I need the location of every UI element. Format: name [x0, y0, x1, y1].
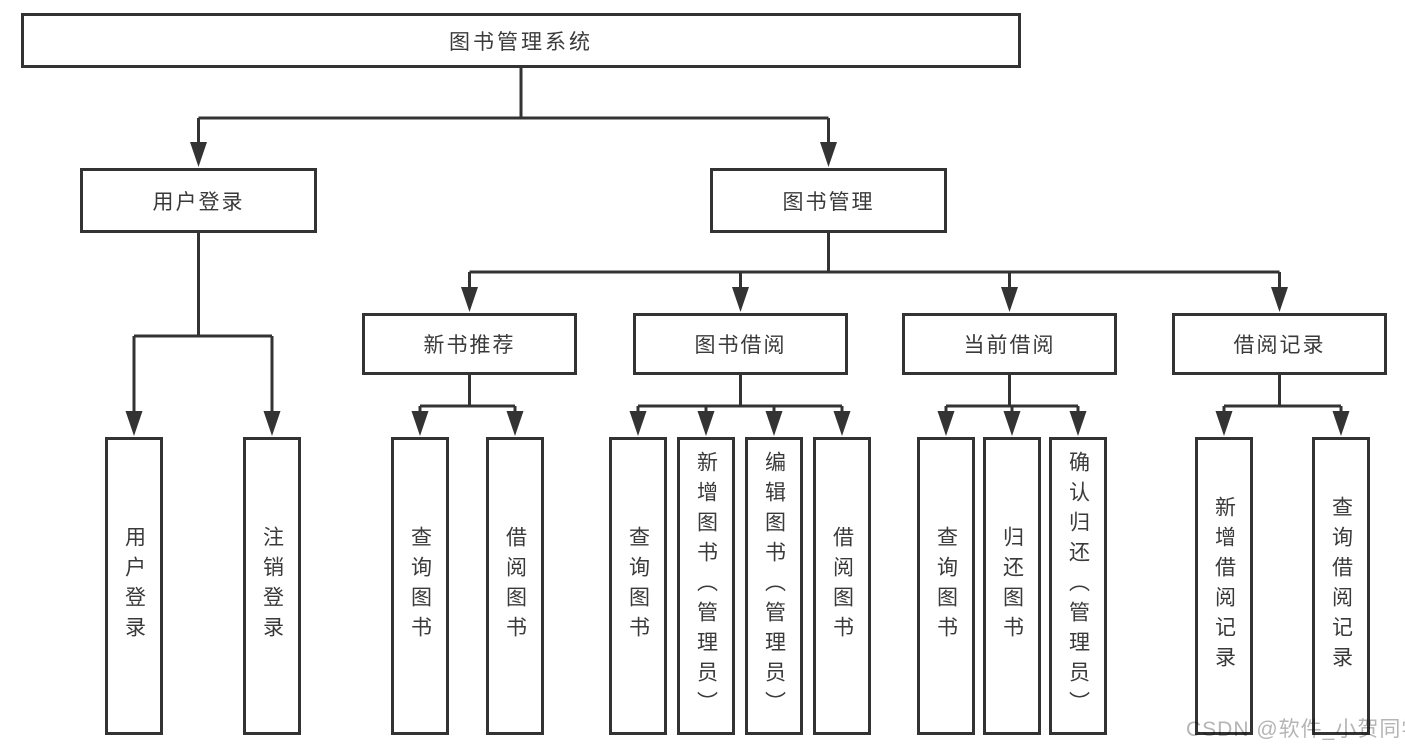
connector-book-mgmt-to-level3 [461, 233, 1288, 312]
csdn-watermark: CSDN @软件_小贺同学 [1186, 718, 1405, 741]
node-new-book-recommend: 新书推荐 [362, 313, 577, 375]
arrowhead-icon [1271, 287, 1288, 312]
leaf-bb-query-books: 查询图书 [609, 437, 667, 735]
connector-book-borrow-to-leaves [629, 375, 851, 436]
arrowhead-icon [833, 411, 851, 436]
leaf-br-add-record: 新增借阅记录 [1195, 437, 1253, 735]
leaf-user-login: 用户登录 [105, 437, 163, 735]
arrowhead-icon [1332, 411, 1350, 436]
leaf-cb-query-books: 查询图书 [917, 437, 975, 735]
arrowhead-icon [461, 287, 478, 312]
arrowhead-icon [820, 142, 837, 167]
leaf-cb-confirm-return: 确认归还（管理员） [1049, 437, 1107, 735]
connector-root-to-level2 [190, 68, 837, 167]
arrowhead-icon [732, 287, 749, 312]
arrowhead-icon [1003, 411, 1021, 436]
leaf-nbr-borrow-books: 借阅图书 [486, 437, 544, 735]
connector-new-book-rec-to-leaves [411, 375, 524, 436]
arrowhead-icon [411, 411, 429, 436]
leaf-br-query-record: 查询借阅记录 [1312, 437, 1370, 735]
node-library-management-system: 图书管理系统 [21, 13, 1021, 68]
arrowhead-icon [697, 411, 715, 436]
arrowhead-icon [1215, 411, 1233, 436]
node-user-login: 用户登录 [80, 168, 317, 233]
leaf-bb-add-books: 新增图书（管理员） [677, 437, 735, 735]
arrowhead-icon [190, 142, 207, 167]
arrowhead-icon [263, 411, 281, 436]
arrowhead-icon [937, 411, 955, 436]
node-book-borrowing: 图书借阅 [633, 313, 848, 375]
node-current-borrowing: 当前借阅 [902, 313, 1117, 375]
node-borrowing-records: 借阅记录 [1172, 313, 1387, 375]
connector-current-borrow-to-leaves [937, 375, 1087, 436]
connector-user-login-to-leaves [125, 233, 281, 436]
arrowhead-icon [629, 411, 647, 436]
leaf-cb-return-books: 归还图书 [983, 437, 1041, 735]
connector-borrow-records-to-leaves [1215, 375, 1350, 436]
arrowhead-icon [1069, 411, 1087, 436]
leaf-bb-borrow-books: 借阅图书 [813, 437, 871, 735]
leaf-nbr-query-books: 查询图书 [391, 437, 449, 735]
arrowhead-icon [1001, 287, 1018, 312]
arrowhead-icon [125, 411, 143, 436]
arrowhead-icon [765, 411, 783, 436]
node-book-management: 图书管理 [710, 168, 947, 233]
leaf-bb-edit-books: 编辑图书（管理员） [745, 437, 803, 735]
arrowhead-icon [506, 411, 524, 436]
leaf-logout: 注销登录 [243, 437, 301, 735]
